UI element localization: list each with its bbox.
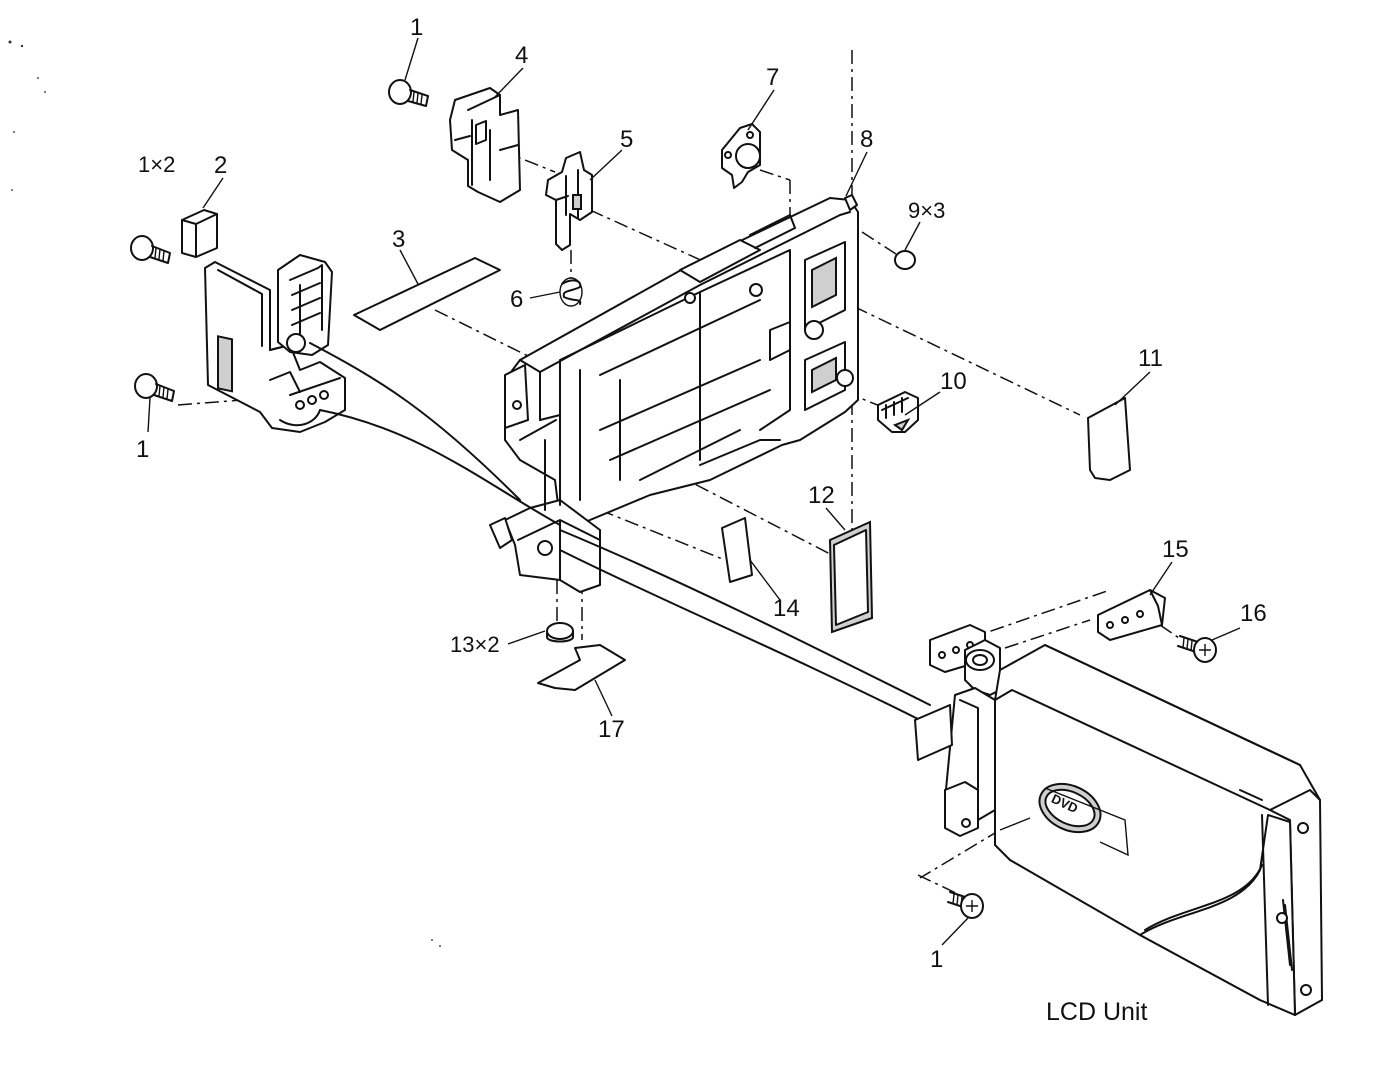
callout-1-left: 1: [136, 436, 150, 463]
screw-part-1-x2: [130, 235, 171, 264]
flex-cable: [309, 342, 931, 721]
callout-12: 12: [808, 482, 835, 509]
pad-part-11: [1087, 397, 1131, 481]
cushion-part-13: [546, 622, 574, 643]
callout-leaders: [147, 37, 1241, 946]
lcd-hinge: [914, 639, 1001, 837]
washer-part-9: [894, 250, 916, 270]
scan-specks: [8, 40, 441, 947]
callout-11: 11: [1138, 345, 1163, 372]
left-hinge-bracket: [204, 261, 346, 433]
latch-part-5: [545, 151, 593, 251]
bracket-part-7: [721, 123, 761, 189]
callout-13x2: 13×2: [450, 632, 500, 657]
spring-part-6: [559, 250, 583, 307]
lcd-unit-caption: LCD Unit: [1046, 998, 1148, 1026]
sheet-part-14: [721, 517, 753, 583]
callout-17: 17: [598, 716, 625, 743]
bracket-part-4: [449, 87, 521, 203]
callout-3: 3: [392, 226, 406, 253]
callout-1x2: 1×2: [138, 152, 176, 177]
main-frame-part-8: [504, 194, 859, 526]
callout-4: 4: [515, 42, 529, 69]
connector-block: [277, 254, 333, 356]
callout-1-bottom: 1: [930, 946, 944, 973]
pad-part-2: [181, 209, 218, 258]
callout-10: 10: [940, 368, 967, 395]
callout-6: 6: [510, 286, 524, 313]
callout-7: 7: [766, 64, 780, 91]
callout-14: 14: [773, 595, 800, 622]
sheet-part-3: [353, 257, 501, 331]
sheet-part-12: [828, 520, 874, 634]
hinge-plate-part-15: [1097, 589, 1166, 641]
clip-part-10: [877, 391, 919, 433]
callout-2: 2: [214, 152, 228, 179]
callout-5: 5: [620, 126, 634, 153]
sheet-part-17: [537, 644, 626, 691]
screw-part-1-top: [388, 79, 429, 107]
lcd-unit-body: [994, 644, 1323, 1016]
callout-8: 8: [860, 126, 874, 153]
callout-9x3: 9×3: [908, 198, 946, 223]
callout-16: 16: [1240, 600, 1267, 627]
screw-part-1-left: [134, 373, 175, 402]
callout-1-top: 1: [410, 14, 424, 41]
screw-part-16: [1177, 635, 1217, 663]
callout-15: 15: [1162, 536, 1189, 563]
screw-part-1-bottom: [947, 891, 984, 919]
lower-hinge-block: [489, 439, 601, 593]
